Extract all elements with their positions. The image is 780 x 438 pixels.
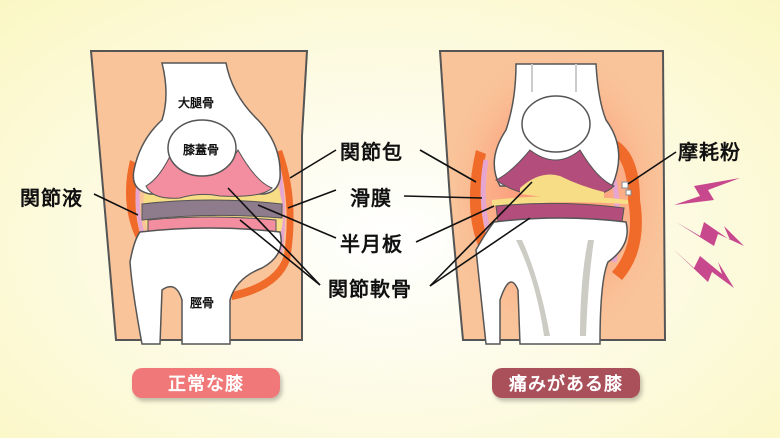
label-patella: 膝蓋骨 <box>183 143 220 157</box>
label-tibia: 脛骨 <box>190 296 215 310</box>
label-synovium: 滑膜 <box>350 186 392 210</box>
normal-knee <box>89 50 309 345</box>
label-joint-capsule: 関節包 <box>340 140 403 164</box>
label-meniscus: 半月板 <box>340 232 403 256</box>
leader-lines <box>93 149 677 287</box>
label-articular-cartilage: 関節軟骨 <box>328 277 412 301</box>
label-wear-debris: 摩耗粉 <box>678 140 741 164</box>
label-synovial-fluid: 関節液 <box>20 186 83 210</box>
painful-knee <box>438 50 667 345</box>
caption-normal-knee: 正常な膝 <box>132 368 280 398</box>
pain-bolt-icon <box>672 178 744 288</box>
caption-painful-knee: 痛みがある膝 <box>492 368 640 398</box>
label-femur: 大腿骨 <box>178 96 215 110</box>
